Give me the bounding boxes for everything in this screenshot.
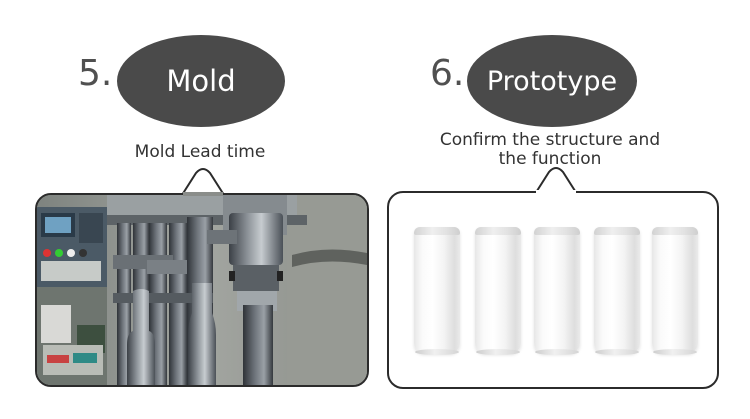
prototype-callout-pointer	[534, 167, 578, 195]
prototype-caption-line-2: the function	[498, 149, 602, 169]
mold-pointer-seam	[183, 192, 223, 196]
step-5-number: 5.	[78, 53, 113, 94]
white-tumbler-icon	[475, 227, 521, 355]
mold-callout-pointer	[181, 168, 225, 196]
white-tumbler-icon	[652, 227, 698, 355]
cnc-machine-photo	[37, 195, 367, 385]
prototype-title: Prototype	[486, 65, 618, 97]
mold-photo	[35, 193, 369, 387]
mold-caption: Mold Lead time	[134, 142, 266, 162]
white-tumbler-icon	[414, 227, 460, 355]
mold-title: Mold	[166, 63, 236, 98]
step-6-number: 6.	[430, 53, 465, 94]
white-tumbler-icon	[594, 227, 640, 355]
prototype-photo	[387, 191, 719, 389]
prototype-pointer-seam	[536, 190, 576, 195]
white-tumbler-icon	[534, 227, 580, 355]
prototype-oval-badge: Prototype	[467, 35, 637, 127]
prototype-caption-line-1: Confirm the structure and	[439, 130, 661, 150]
prototype-caption: Confirm the structure and the function	[425, 131, 675, 169]
mold-oval-badge: Mold	[117, 35, 285, 127]
